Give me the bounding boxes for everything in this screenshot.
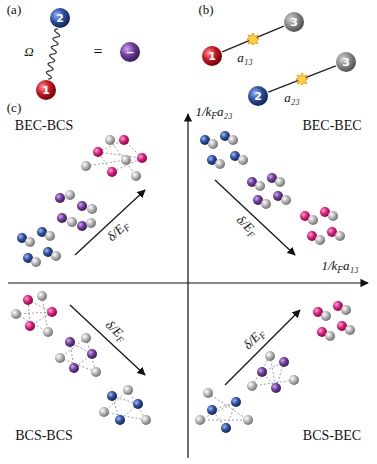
detuning-label: δ/EF	[105, 218, 132, 244]
detuning-label: δ/EF	[103, 318, 130, 344]
interaction-line	[268, 66, 335, 92]
coupling-wave	[46, 29, 59, 79]
atom-sphere: 2	[50, 8, 70, 28]
atom-label: 3	[290, 17, 298, 28]
quadrant-label: BEC-BEC	[302, 118, 361, 133]
atom-label: 2	[254, 91, 262, 102]
label-text: (b)	[198, 2, 213, 17]
atom-sphere: 3	[284, 12, 304, 32]
quadrant-label: BEC-BCS	[15, 118, 73, 133]
equals-sign: =	[93, 43, 102, 61]
label-text: a₂₃	[217, 104, 233, 119]
atom-label: 1	[42, 85, 50, 96]
atom-label: 1	[208, 51, 216, 62]
label-text: BEC-BEC	[302, 118, 361, 133]
label-text: =	[93, 43, 102, 60]
label-text: 1/k	[195, 104, 211, 119]
interaction-line	[222, 26, 284, 52]
atom-label: −	[125, 47, 134, 58]
sphere-fill	[50, 8, 70, 28]
edge-label: a₂₃	[283, 91, 301, 105]
label-text: (c)	[7, 100, 21, 115]
label-text: 1/k	[321, 258, 337, 273]
axes	[8, 114, 368, 458]
atom-label: 2	[56, 13, 64, 24]
subscript: F	[337, 265, 343, 275]
sphere-fill	[202, 46, 222, 66]
label-text: a₁₃	[343, 258, 359, 273]
axis-label: 1/kFa₂₃	[195, 105, 232, 119]
panel-label: (c)	[7, 101, 21, 115]
pair-bonds	[16, 140, 294, 428]
atom-sphere: 3	[336, 52, 356, 72]
label-text: BEC-BCS	[15, 118, 73, 133]
atom-sphere: 2	[248, 86, 268, 106]
atom-clusters	[11, 131, 355, 433]
atom-sphere: 1	[202, 46, 222, 66]
sphere-fill	[248, 86, 268, 106]
axis-label: 1/kFa₁₃	[321, 259, 358, 273]
detuning-arrows	[70, 180, 300, 385]
panel-label: (a)	[7, 3, 21, 17]
label-text: BCS-BCS	[15, 428, 73, 443]
subscript: F	[211, 111, 217, 121]
detuning-label: δ/EF	[234, 213, 261, 239]
sphere-fill	[120, 42, 140, 62]
panel-label: (b)	[198, 3, 213, 17]
interaction-star	[296, 73, 308, 85]
detuning-label: δ/EF	[241, 326, 268, 353]
label-text: (a)	[7, 2, 21, 17]
sphere-fill	[284, 12, 304, 32]
quadrant-label: BCS-BCS	[15, 428, 73, 443]
atom-sphere: −	[120, 42, 140, 62]
edge-label: Ω	[23, 45, 34, 59]
atom-sphere: 1	[36, 80, 56, 100]
sphere-fill	[36, 80, 56, 100]
sphere-fill	[336, 52, 356, 72]
atom-label: 3	[342, 57, 350, 68]
edge-label: a₁₃	[236, 51, 254, 65]
interaction-star	[247, 33, 259, 45]
label-text: BCS-BEC	[303, 428, 361, 443]
quadrant-label: BCS-BEC	[303, 428, 361, 443]
